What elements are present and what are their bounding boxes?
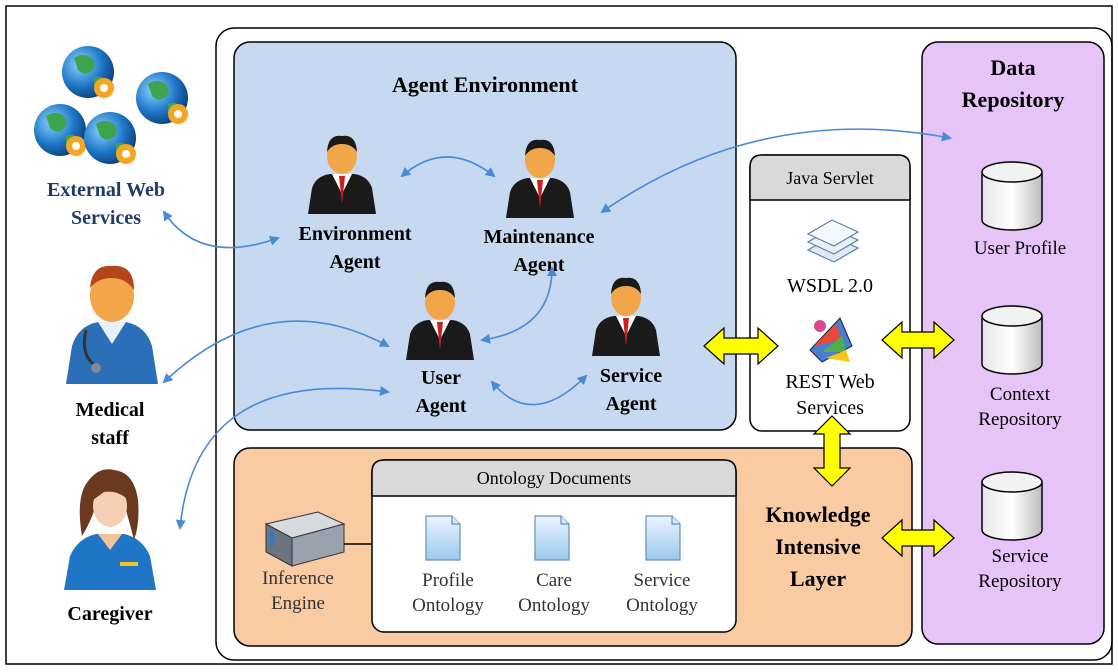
globe-icon [136, 72, 188, 124]
rest-services-icon [809, 317, 853, 363]
context-repository-label-line2: Repository [978, 409, 1062, 430]
knowledge-layer-title-line3: Layer [790, 566, 846, 591]
data-repository-title-line2: Repository [962, 87, 1065, 112]
java-servlet-title: Java Servlet [786, 168, 873, 188]
agent-environment-title: Agent Environment [392, 72, 579, 97]
knowledge-layer-title-line1: Knowledge [765, 502, 870, 527]
inference-engine-label-line2: Engine [271, 593, 325, 614]
document-icon [425, 515, 461, 561]
servlet-knowledge-double-arrow [812, 415, 852, 487]
user-agent-label-line1: User [421, 367, 461, 389]
doctor-icon [66, 265, 158, 384]
globe-icon [84, 112, 136, 164]
external-web-services-label-line2: Services [71, 207, 141, 229]
caregiver-icon [64, 469, 156, 590]
document-icon [645, 515, 681, 561]
ontology-documents-title: Ontology Documents [477, 468, 632, 488]
service-agent-label-line1: Service [600, 365, 662, 387]
profile-ontology-label-line2: Ontology [412, 595, 484, 616]
rest-label-line2: Services [796, 397, 864, 419]
knowledge-layer-title-line2: Intensive [775, 534, 861, 559]
external-services-environment-arrow [162, 210, 280, 249]
wsdl-stack-icon [806, 219, 860, 263]
data-repository-title-line1: Data [990, 55, 1035, 80]
service-repository-label-line2: Repository [978, 571, 1062, 592]
service-ontology-label-line2: Ontology [626, 595, 698, 616]
agent-servlet-double-arrow [703, 326, 779, 366]
database-icon [981, 305, 1043, 375]
knowledge-repository-double-arrow [881, 518, 955, 558]
service-ontology-label-line1: Service [634, 570, 691, 591]
user-profile-label: User Profile [974, 238, 1066, 259]
service-agent-label-line2: Agent [605, 393, 656, 415]
care-ontology-label-line1: Care [536, 570, 572, 591]
database-icon [981, 161, 1043, 231]
rest-label-line1: REST Web [785, 371, 874, 393]
environment-agent-label-line2: Agent [329, 251, 380, 273]
service-repository-label-line1: Service [992, 546, 1049, 567]
servlet-repository-double-arrow [881, 320, 955, 360]
external-web-services-label-line1: External Web [47, 179, 165, 201]
document-icon [534, 515, 570, 561]
medical-staff-user-arrow [162, 320, 390, 384]
globe-icon [62, 46, 114, 98]
medical-staff-label-line1: Medical [76, 399, 145, 421]
globe-icon [34, 104, 86, 156]
agent-connectors [162, 128, 952, 530]
context-repository-label-line1: Context [990, 384, 1051, 405]
user-service-arrow [490, 374, 588, 406]
user-agent-label-line2: Agent [415, 395, 466, 417]
environment-maintenance-arrow [400, 156, 496, 178]
caregiver-label: Caregiver [67, 603, 152, 625]
database-icon [981, 471, 1043, 541]
environment-agent-label-line1: Environment [299, 223, 412, 245]
user-maintenance-arrow [480, 266, 557, 344]
maintenance-repository-arrow [600, 128, 952, 214]
maintenance-agent-label-line1: Maintenance [483, 226, 594, 248]
care-ontology-label-line2: Ontology [518, 595, 590, 616]
maintenance-agent-label-line2: Agent [513, 254, 564, 276]
profile-ontology-label-line1: Profile [422, 570, 474, 591]
inference-engine-label-line1: Inference [262, 568, 334, 589]
wsdl-label: WSDL 2.0 [787, 275, 873, 297]
medical-staff-label-line2: staff [91, 427, 129, 449]
caregiver-user-arrow [175, 385, 390, 530]
